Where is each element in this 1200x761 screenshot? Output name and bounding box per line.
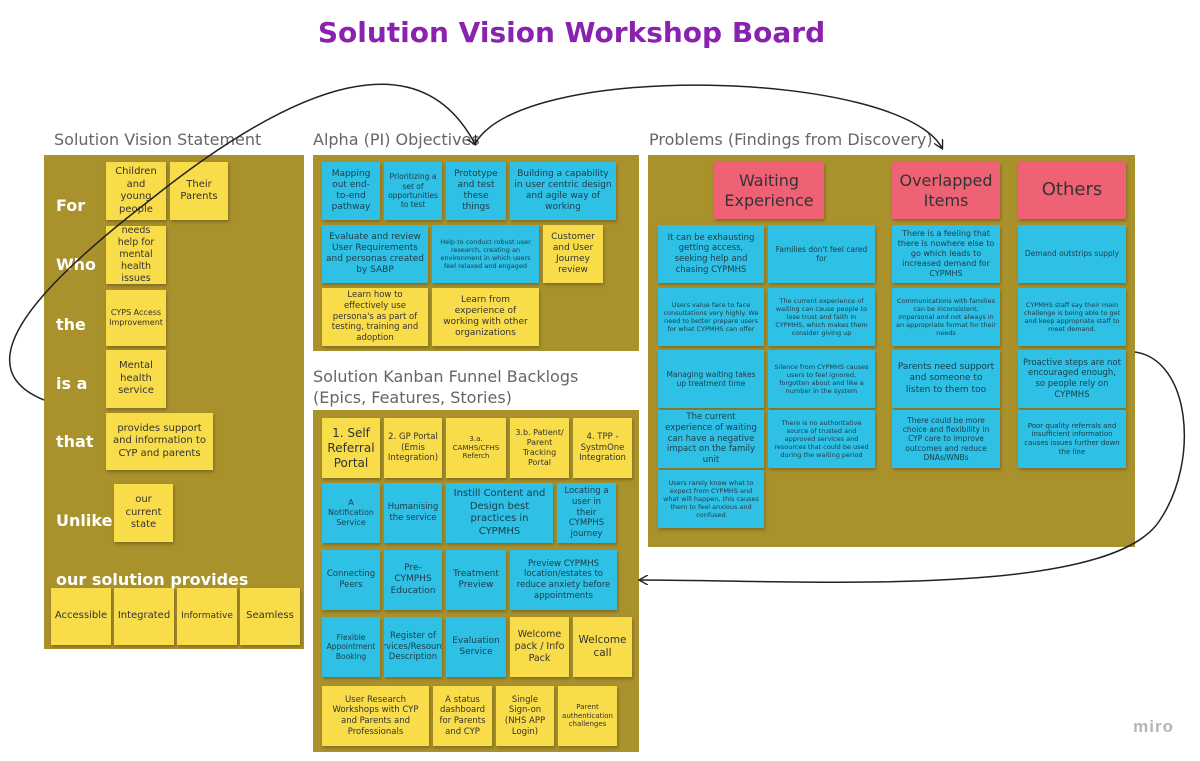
vision-note-accessible[interactable]: Accessible <box>51 588 111 645</box>
vision-note-unlike[interactable]: our current state <box>114 484 173 542</box>
vision-label-unlike: Unlike <box>56 511 113 530</box>
vision-label-who: Who <box>56 255 97 274</box>
section-label-alpha: Alpha (PI) Objectives <box>313 130 480 149</box>
kanban-note-5[interactable]: 4. TPP - SystmOne Integration <box>573 418 632 478</box>
overlapped-note-4[interactable]: There could be more choice and flexibili… <box>892 410 1000 468</box>
vision-note-who[interactable]: needs help for mental health issues <box>106 226 166 284</box>
waiting-note-5[interactable]: Managing waiting takes up treatment time <box>658 350 764 408</box>
alpha-note-9[interactable]: Learn from experience of working with ot… <box>432 288 539 346</box>
alpha-note-8[interactable]: Learn how to effectively use persona's a… <box>322 288 428 346</box>
kanban-note-17[interactable]: Welcome pack / Info Pack <box>510 617 569 677</box>
kanban-note-18[interactable]: Welcome call <box>573 617 632 677</box>
alpha-note-6[interactable]: Help to conduct robust user research, cr… <box>432 225 539 283</box>
kanban-note-1[interactable]: 1. Self Referral Portal <box>322 418 380 478</box>
alpha-note-5[interactable]: Evaluate and review User Requirements an… <box>322 225 428 283</box>
waiting-note-2[interactable]: Families don't feel cared for <box>768 225 875 283</box>
vision-note-for-parents[interactable]: Their Parents <box>170 162 228 220</box>
waiting-note-9[interactable]: Users rarely know what to expect from CY… <box>658 470 764 528</box>
kanban-note-20[interactable]: A status dashboard for Parents and CYP <box>433 686 492 746</box>
vision-label-for: For <box>56 196 86 215</box>
overlapped-note-1[interactable]: There is a feeling that there is nowhere… <box>892 225 1000 283</box>
kanban-note-2[interactable]: 2. GP Portal (Emis Integration) <box>384 418 442 478</box>
alpha-note-2[interactable]: Prioritizing a set of opportunities to t… <box>384 162 442 220</box>
others-note-2[interactable]: CYPMHS staff say their main challenge is… <box>1018 288 1126 346</box>
kanban-note-4[interactable]: 3.b. Patient/ Parent Tracking Portal <box>510 418 569 478</box>
alpha-note-4[interactable]: Building a capability in user centric de… <box>510 162 616 220</box>
kanban-note-15[interactable]: Register of Services/Resources Descripti… <box>384 617 442 677</box>
kanban-note-13[interactable]: Preview CYPMHS location/estates to reduc… <box>510 550 617 610</box>
vision-label-that: that <box>56 432 94 451</box>
waiting-note-3[interactable]: Users value face to face consultations v… <box>658 288 764 346</box>
problems-header-overlapped[interactable]: Overlapped Items <box>892 162 1000 219</box>
problems-header-others[interactable]: Others <box>1018 162 1126 219</box>
kanban-note-11[interactable]: Pre-CYMPHS Education <box>384 550 442 610</box>
others-note-1[interactable]: Demand outstrips supply <box>1018 225 1126 283</box>
vision-label-provides: our solution provides <box>56 570 249 589</box>
kanban-note-10[interactable]: Connecting Peers <box>322 550 380 610</box>
kanban-note-12[interactable]: Treatment Preview <box>446 550 506 610</box>
kanban-note-16[interactable]: Evaluation Service <box>446 617 506 677</box>
kanban-note-14[interactable]: Flexible Appointment Booking <box>322 617 380 677</box>
kanban-note-7[interactable]: Humanising the service <box>384 483 442 543</box>
alpha-note-7[interactable]: Customer and User Journey review <box>543 225 603 283</box>
others-note-3[interactable]: Proactive steps are not encouraged enoug… <box>1018 350 1126 408</box>
others-note-4[interactable]: Poor quality referrals and insufficient … <box>1018 410 1126 468</box>
board-title: Solution Vision Workshop Board <box>317 16 826 49</box>
kanban-note-3[interactable]: 3.a. CAMHS/CFHS Referch <box>446 418 506 478</box>
alpha-note-3[interactable]: Prototype and test these things <box>446 162 506 220</box>
waiting-note-6[interactable]: Silence from CYPMHS causes users to feel… <box>768 350 875 408</box>
waiting-note-7[interactable]: The current experience of waiting can ha… <box>658 410 764 468</box>
kanban-note-21[interactable]: Single Sign-on (NHS APP Login) <box>496 686 554 746</box>
vision-note-that[interactable]: provides support and information to CYP … <box>106 413 213 470</box>
vision-label-is-a: is a <box>56 374 88 393</box>
section-label-kanban: Solution Kanban Funnel Backlogs (Epics, … <box>313 367 579 407</box>
kanban-note-6[interactable]: A Notification Service <box>322 483 380 543</box>
vision-note-the[interactable]: CYPS Access Improvement <box>106 290 166 346</box>
waiting-note-1[interactable]: It can be exhausting getting access, see… <box>658 225 764 283</box>
kanban-note-22[interactable]: Parent authentication challenges <box>558 686 617 746</box>
overlapped-note-2[interactable]: Communications with families can be inco… <box>892 288 1000 346</box>
kanban-note-9[interactable]: Locating a user in their CYMPHS journey <box>557 483 616 543</box>
vision-note-seamless[interactable]: Seamless <box>240 588 300 645</box>
vision-note-informative[interactable]: Informative <box>177 588 237 645</box>
problems-header-waiting[interactable]: Waiting Experience <box>714 162 824 219</box>
miro-logo: miro <box>1133 717 1174 736</box>
vision-label-the: the <box>56 315 86 334</box>
vision-note-is-a[interactable]: Mental health service <box>106 350 166 408</box>
section-label-vision: Solution Vision Statement <box>54 130 262 149</box>
vision-note-for-cyp[interactable]: Children and young people <box>106 162 166 220</box>
alpha-note-1[interactable]: Mapping out end-to-end pathway <box>322 162 380 220</box>
section-label-problems: Problems (Findings from Discovery) <box>649 130 933 149</box>
kanban-note-8[interactable]: Instill Content and Design best practice… <box>446 483 553 543</box>
overlapped-note-3[interactable]: Parents need support and someone to list… <box>892 350 1000 408</box>
waiting-note-4[interactable]: The current experience of waiting can ca… <box>768 288 875 346</box>
vision-note-integrated[interactable]: Integrated <box>114 588 174 645</box>
kanban-note-19[interactable]: User Research Workshops with CYP and Par… <box>322 686 429 746</box>
waiting-note-8[interactable]: There is no authoritative source of trus… <box>768 410 875 468</box>
